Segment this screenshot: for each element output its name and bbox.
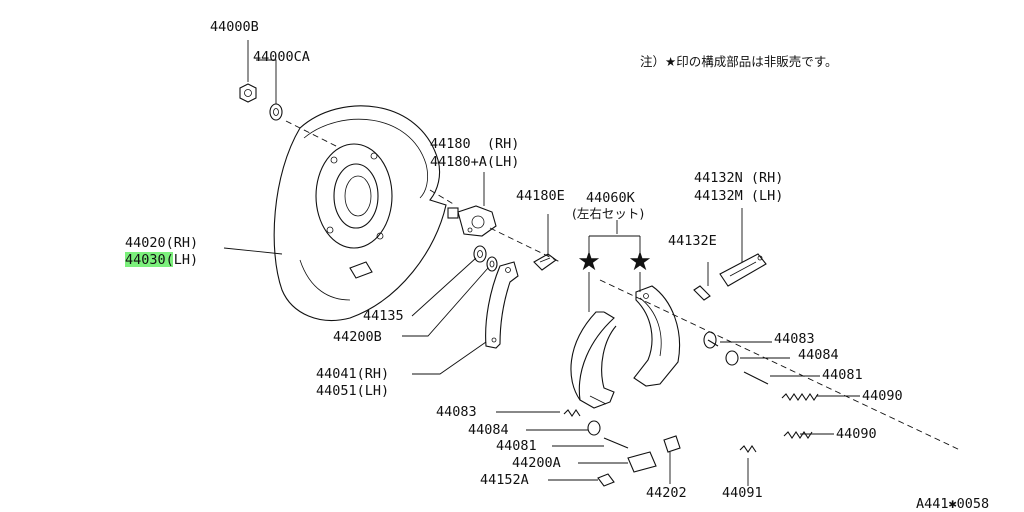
back-plate bbox=[273, 105, 447, 322]
label-44202: 44202 bbox=[646, 485, 687, 501]
label-44020: 44020(RH) bbox=[125, 235, 198, 251]
label-44000b: 44000B bbox=[210, 19, 259, 35]
label-44081-right: 44081 bbox=[822, 367, 863, 383]
label-44132n: 44132N (RH) bbox=[694, 170, 783, 186]
center-axis-line bbox=[285, 120, 961, 451]
label-44152a: 44152A bbox=[480, 472, 529, 488]
leader-lines bbox=[223, 40, 860, 486]
label-44060k-sub: (左右セット) bbox=[572, 206, 644, 221]
label-44200a: 44200A bbox=[512, 455, 561, 471]
clip-44200b bbox=[486, 256, 498, 272]
hardware-left bbox=[563, 409, 757, 487]
parking-lever bbox=[485, 261, 519, 349]
label-44090-a: 44090 bbox=[862, 388, 903, 404]
label-44090-b: 44090 bbox=[836, 426, 877, 442]
star-icon-right bbox=[629, 251, 651, 271]
label-44180-rh: 44180 (RH) bbox=[430, 136, 519, 152]
label-44081-left: 44081 bbox=[496, 438, 537, 454]
brake-shoe-right bbox=[633, 285, 681, 387]
label-44135: 44135 bbox=[363, 308, 404, 324]
label-44000ca: 44000CA bbox=[253, 49, 310, 65]
label-44083-right: 44083 bbox=[774, 331, 815, 347]
note-text: 注）★印の構成部品は非販売です。 bbox=[640, 54, 837, 69]
nut-44000b bbox=[239, 83, 257, 103]
washer-44000ca bbox=[269, 103, 283, 121]
hardware-right bbox=[703, 331, 819, 439]
label-44132m: 44132M (LH) bbox=[694, 188, 783, 204]
label-44083-left: 44083 bbox=[436, 404, 477, 420]
label-44060k: 44060K bbox=[586, 190, 636, 206]
brake-shoe-left bbox=[570, 311, 617, 409]
label-44180-lh: 44180+A(LH) bbox=[430, 154, 519, 170]
footer-code: A441✱0058 bbox=[916, 496, 989, 512]
label-44084-right: 44084 bbox=[798, 347, 839, 363]
washer-44135 bbox=[473, 245, 487, 263]
adjuster-44180e bbox=[533, 253, 557, 271]
label-44132e: 44132E bbox=[668, 233, 717, 249]
highlight-44030 bbox=[125, 252, 173, 267]
strut-44132 bbox=[719, 253, 767, 287]
star-icon-left bbox=[578, 251, 600, 271]
label-44200b: 44200B bbox=[333, 329, 382, 345]
label-44180e: 44180E bbox=[516, 188, 565, 204]
label-44091: 44091 bbox=[722, 485, 763, 501]
label-44084-left: 44084 bbox=[468, 422, 509, 438]
wheel-cylinder bbox=[447, 205, 497, 237]
spring-44132e bbox=[693, 285, 711, 301]
label-44051: 44051(LH) bbox=[316, 383, 389, 399]
label-44041: 44041(RH) bbox=[316, 366, 389, 382]
label-44030: 44030(LH) bbox=[125, 252, 198, 268]
shoe-set-bracket bbox=[578, 220, 651, 312]
